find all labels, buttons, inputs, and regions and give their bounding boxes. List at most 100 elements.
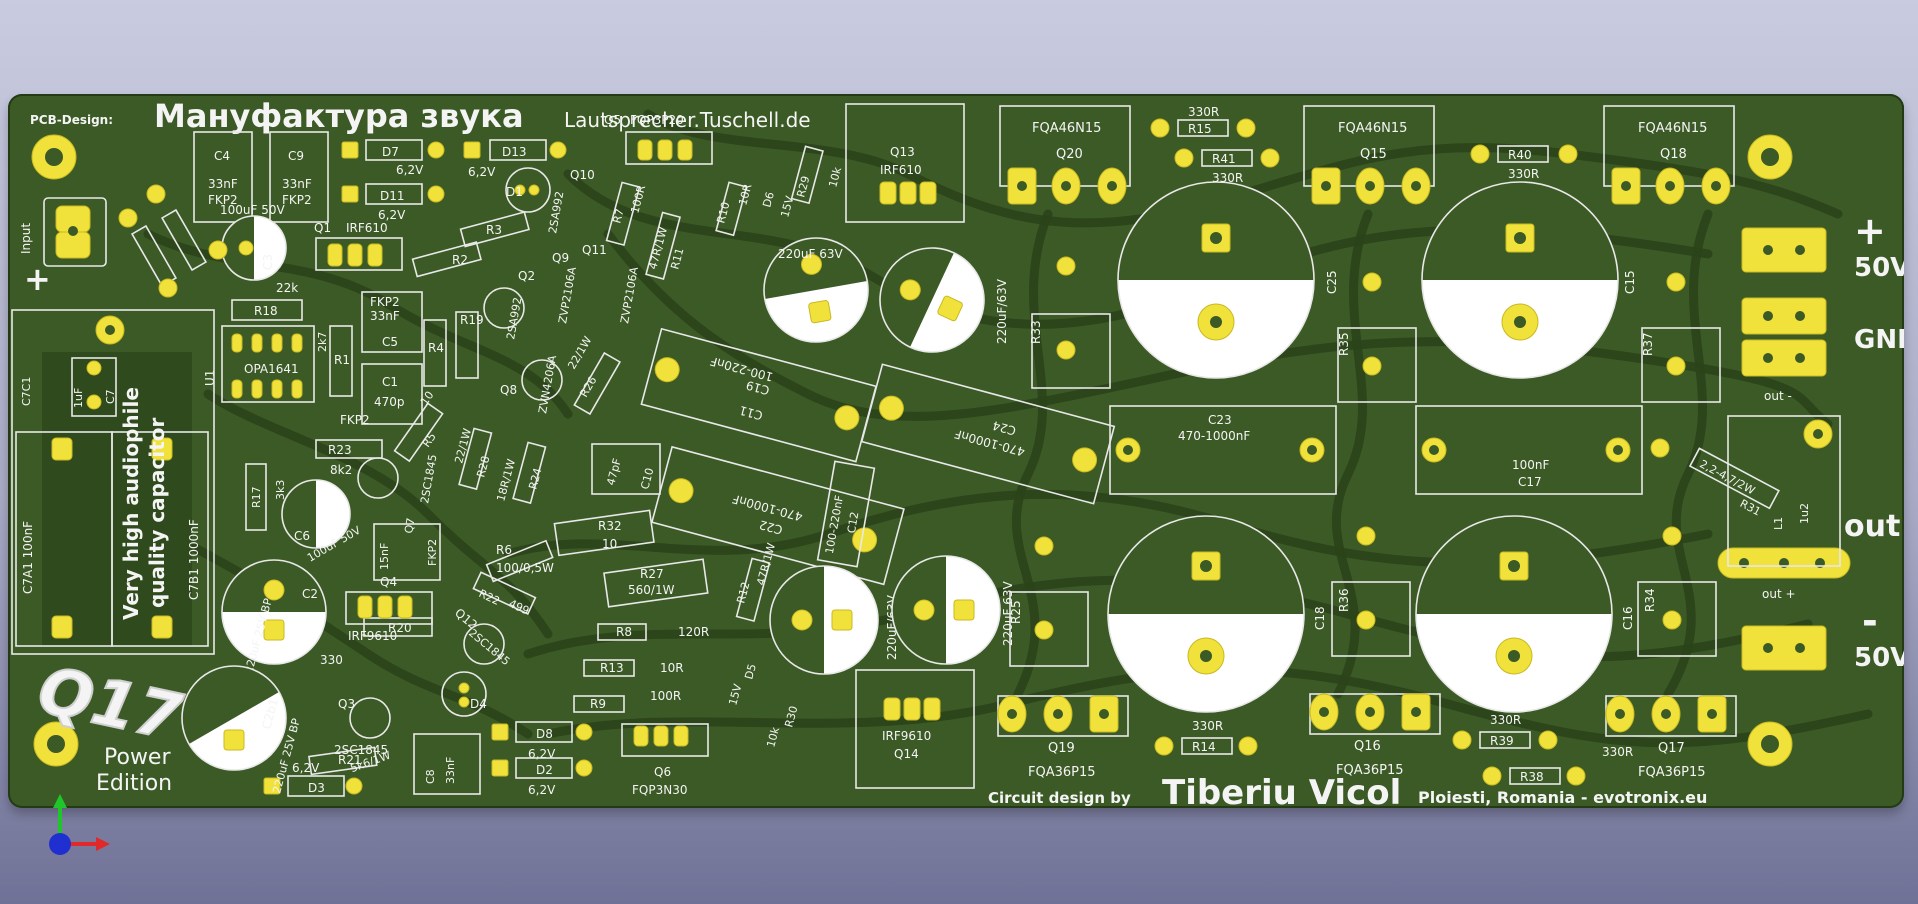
svg-text:R36: R36 xyxy=(1337,588,1351,612)
svg-text:33nF: 33nF xyxy=(282,177,312,191)
svg-text:IRF610: IRF610 xyxy=(880,163,922,177)
svg-text:FQP3P20: FQP3P20 xyxy=(630,113,684,127)
minus-sign: - xyxy=(1862,599,1878,643)
svg-text:FQA36P15: FQA36P15 xyxy=(1336,763,1404,778)
svg-text:D5: D5 xyxy=(742,662,759,680)
svg-text:D2: D2 xyxy=(536,763,553,777)
svg-text:D13: D13 xyxy=(502,145,527,159)
axis-gizmo xyxy=(49,794,110,855)
svg-text:R26: R26 xyxy=(577,374,599,399)
circuit-design-label: Circuit design by xyxy=(988,789,1131,807)
svg-text:22k: 22k xyxy=(276,281,298,295)
svg-text:R29: R29 xyxy=(794,175,812,199)
svg-text:R18: R18 xyxy=(254,304,278,318)
svg-text:FQP3N30: FQP3N30 xyxy=(632,783,687,797)
plus-voltage: 50V xyxy=(1854,253,1904,283)
svg-text:Q16: Q16 xyxy=(1354,739,1381,754)
svg-text:FKP2: FKP2 xyxy=(282,193,312,207)
cap-c18: C18 xyxy=(1107,515,1327,713)
svg-text:10k: 10k xyxy=(826,165,844,189)
svg-text:470p: 470p xyxy=(374,395,405,409)
svg-text:Q10: Q10 xyxy=(570,168,595,182)
svg-text:Q13: Q13 xyxy=(890,145,915,159)
svg-text:330R: 330R xyxy=(1490,713,1521,727)
svg-text:ZVP2106A: ZVP2106A xyxy=(556,265,579,324)
svg-text:R13: R13 xyxy=(600,661,624,675)
svg-text:FQA46N15: FQA46N15 xyxy=(1338,121,1407,136)
svg-text:10R: 10R xyxy=(660,661,684,675)
svg-text:R22: R22 xyxy=(477,587,502,608)
out-label: out xyxy=(1844,509,1900,544)
svg-text:FQA36P15: FQA36P15 xyxy=(1028,765,1096,780)
z-axis-icon xyxy=(49,833,71,855)
film-caps-middle: C23 470-1000nF 100nF C17 xyxy=(1109,405,1643,495)
svg-text:FKP2: FKP2 xyxy=(370,295,400,309)
svg-text:2k7: 2k7 xyxy=(316,332,329,352)
svg-text:R10: R10 xyxy=(714,201,732,225)
svg-text:C9: C9 xyxy=(288,149,304,163)
svg-text:6,2V: 6,2V xyxy=(528,747,556,761)
svg-text:IRF9610: IRF9610 xyxy=(882,729,931,743)
svg-text:6,2V: 6,2V xyxy=(396,163,424,177)
svg-text:2SC1845: 2SC1845 xyxy=(418,453,439,504)
zener-diodes: D7 6,2V D13 6,2V D11 6,2V D8 6,2V D2 6,2… xyxy=(263,139,593,797)
svg-text:R11: R11 xyxy=(668,247,686,271)
svg-text:FKP2: FKP2 xyxy=(340,413,370,427)
svg-text:D6: D6 xyxy=(760,190,777,208)
svg-text:R40: R40 xyxy=(1508,148,1532,162)
svg-text:R25: R25 xyxy=(1009,600,1023,624)
svg-text:IRF610: IRF610 xyxy=(346,221,388,235)
svg-text:33nF: 33nF xyxy=(208,177,238,191)
out-minus-label: out - xyxy=(1764,389,1792,403)
svg-text:Q9: Q9 xyxy=(552,251,569,265)
big-capacitors: C25 C15 C18 C16 xyxy=(1107,181,1637,713)
svg-text:560/1W: 560/1W xyxy=(628,583,675,597)
svg-text:Q18: Q18 xyxy=(1660,147,1687,162)
svg-text:C24: C24 xyxy=(991,418,1017,438)
svg-text:R6: R6 xyxy=(496,543,512,557)
note-line2: quality capacitor xyxy=(145,418,169,608)
svg-text:100/0,5W: 100/0,5W xyxy=(496,561,554,575)
svg-text:C11: C11 xyxy=(738,403,764,423)
svg-text:U1: U1 xyxy=(203,370,217,386)
svg-text:1u2: 1u2 xyxy=(1798,503,1811,524)
svg-text:C7: C7 xyxy=(104,389,117,404)
svg-text:Q15: Q15 xyxy=(1360,147,1387,162)
input-section: C4 33nF FKP2 C9 33nF FKP2 100uF 50V C3 R… xyxy=(181,131,554,795)
svg-text:R32: R32 xyxy=(598,519,622,533)
svg-text:D8: D8 xyxy=(536,727,553,741)
svg-text:10k: 10k xyxy=(764,725,782,749)
svg-text:Q5: Q5 xyxy=(604,113,621,127)
svg-text:IRF9610: IRF9610 xyxy=(348,629,397,643)
svg-text:FQA36P15: FQA36P15 xyxy=(1638,765,1706,780)
svg-text:FKP2: FKP2 xyxy=(426,539,439,566)
svg-text:33nF: 33nF xyxy=(444,757,457,784)
svg-text:6,2V: 6,2V xyxy=(292,761,320,775)
svg-text:22/1W: 22/1W xyxy=(452,427,474,465)
svg-text:220uF/63V: 220uF/63V xyxy=(995,278,1009,344)
svg-text:R5: R5 xyxy=(420,430,439,449)
svg-text:C16: C16 xyxy=(1621,606,1635,630)
svg-text:3k3: 3k3 xyxy=(274,480,287,500)
svg-text:R38: R38 xyxy=(1520,770,1544,784)
svg-text:R31: R31 xyxy=(1738,497,1763,519)
gnd-label: GND xyxy=(1854,325,1904,355)
svg-text:R24: R24 xyxy=(526,467,544,491)
emitter-resistors-bottom: 330R R14 330R R39 R38 330R xyxy=(1154,713,1633,786)
gate-resistors: R33 R35 R37 R25 R36 R34 xyxy=(1009,256,1721,667)
svg-text:Q11: Q11 xyxy=(582,243,607,257)
svg-text:R2: R2 xyxy=(452,253,468,267)
svg-text:6,2V: 6,2V xyxy=(378,208,406,222)
pcb-board[interactable]: PCB-Design: Мануфактура звука Lautsprech… xyxy=(8,94,1904,808)
svg-text:15nF: 15nF xyxy=(378,543,391,570)
svg-text:C7C1: C7C1 xyxy=(20,377,33,406)
svg-text:R3: R3 xyxy=(486,223,502,237)
svg-text:120R: 120R xyxy=(678,625,709,639)
svg-text:R8: R8 xyxy=(616,625,632,639)
input-resistors xyxy=(118,184,228,298)
medium-electrolytics: 220uF 63V 220uF/63V 220uF/63V 220uF 63V xyxy=(763,237,1015,675)
svg-text:ZVP2106A: ZVP2106A xyxy=(618,265,641,324)
svg-text:2SC1845: 2SC1845 xyxy=(466,626,512,668)
svg-text:R21: R21 xyxy=(338,753,362,767)
